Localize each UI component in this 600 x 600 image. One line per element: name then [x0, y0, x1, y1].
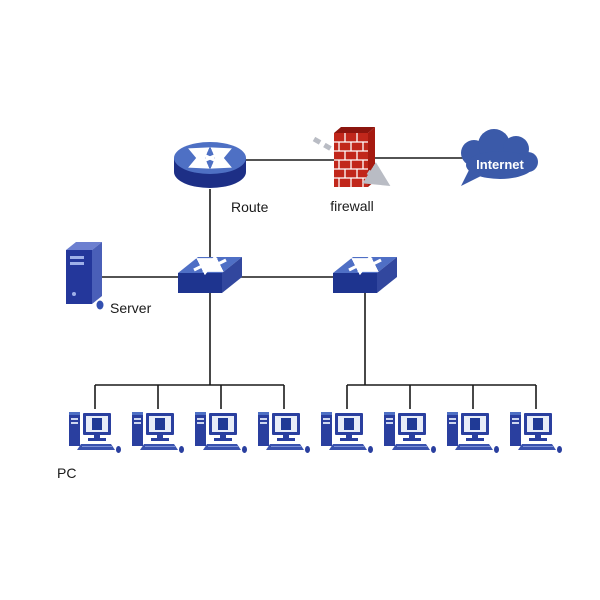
- pc-icon: [320, 411, 374, 454]
- pc-icon: [509, 411, 563, 454]
- server-top: [66, 242, 102, 250]
- router-arrows-icon: [188, 147, 232, 169]
- server-label: Server: [110, 300, 152, 316]
- router-node: Route: [174, 142, 269, 215]
- pc-icon: [383, 411, 437, 454]
- edges: [94, 157, 537, 409]
- pc-label: PC: [57, 465, 76, 481]
- router-label: Route: [231, 199, 269, 215]
- switch2-side: [377, 257, 397, 293]
- switch1-side: [222, 257, 242, 293]
- pc-group: PC: [57, 411, 563, 481]
- firewall-arrow-head: [362, 162, 391, 186]
- pc-icon: [131, 411, 185, 454]
- internet-label: Internet: [476, 157, 524, 172]
- internet-cloud-node: Internet: [461, 129, 538, 186]
- pc-icon: [446, 411, 500, 454]
- server-side: [92, 242, 102, 304]
- pc-icon: [257, 411, 311, 454]
- switch2-front: [333, 273, 377, 293]
- switch2-arrows-icon: [348, 254, 382, 276]
- cloud-tail: [461, 168, 483, 186]
- switch1-arrows-icon: [193, 254, 227, 276]
- server-node: Server: [66, 242, 152, 316]
- server-mouse: [96, 300, 104, 310]
- pc-icon: [194, 411, 248, 454]
- switch1-front: [178, 273, 222, 293]
- switch1-node: [178, 254, 242, 293]
- firewall-label: firewall: [330, 198, 374, 214]
- switch2-node: [333, 254, 397, 293]
- pc-icon: [68, 411, 122, 454]
- firewall-top: [334, 127, 375, 133]
- firewall-node: firewall: [312, 127, 391, 214]
